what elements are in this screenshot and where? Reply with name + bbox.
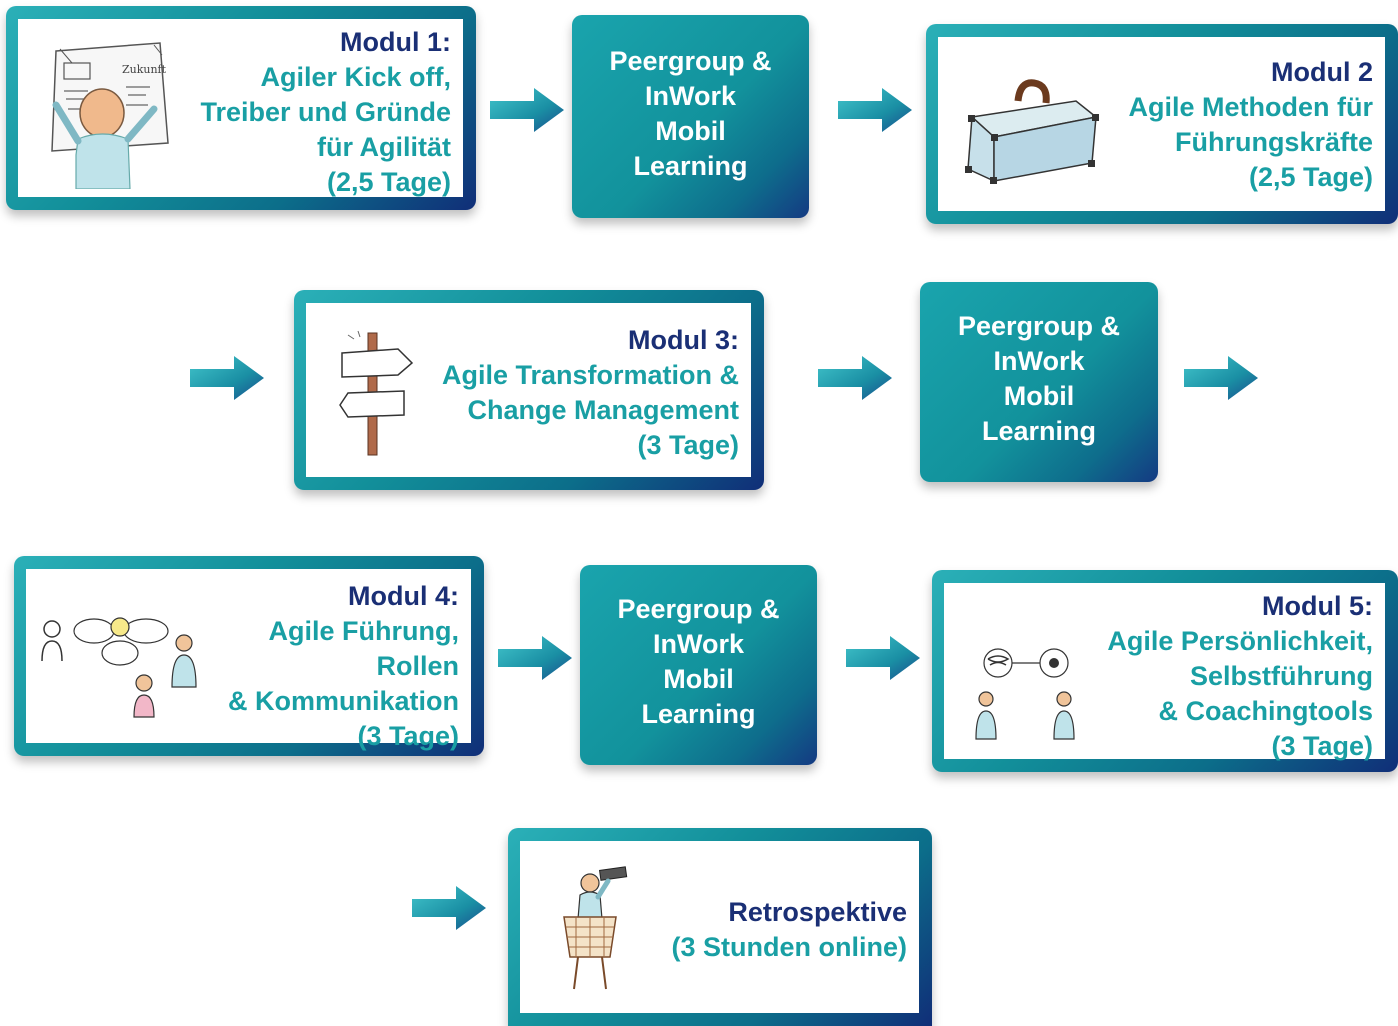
module-4-duration: (3 Tage) [357,721,459,751]
arrow-right-icon [412,886,486,930]
module-2-line: Agile Methoden für [1128,92,1374,122]
module-3-card: Modul 3: Agile Transformation & Change M… [294,290,764,490]
retrospektive-card: Retrospektive (3 Stunden online) [508,828,932,1026]
lookout-telescope-icon [563,866,628,990]
module-5-duration: (3 Tage) [1271,731,1373,761]
peergroup-card-1: Peergroup & InWork Mobil Learning [572,15,809,218]
module-1-content: Zukunft Modul 1: Agiler Kick off, Treibe… [18,19,463,197]
retrospektive-title: Retrospektive [728,897,907,927]
signpost-icon [339,330,414,456]
peergroup-line: Mobil [655,115,726,146]
peergroup-line: Mobil [663,664,734,694]
module-3-duration: (3 Tage) [637,430,739,460]
module-1-card: Zukunft Modul 1: Agiler Kick off, Treibe… [6,6,476,210]
toolbox-icon [965,79,1099,184]
module-1-duration: (2,5 Tage) [326,167,451,197]
module-5-content: Modul 5: Agile Persönlichkeit, Selbstfüh… [944,583,1385,761]
module-1-line: für Agilität [317,132,451,162]
module-1-line: Treiber und Gründe [200,97,451,127]
module-1-title: Modul 1: [340,27,451,57]
module-5-text: Modul 5: Agile Persönlichkeit, Selbstfüh… [1107,589,1373,764]
peergroup-line: InWork [644,80,736,111]
module-5-line: & Coachingtools [1158,696,1374,726]
peergroup-line: Peergroup & [617,594,780,624]
peergroup-line: Learning [641,699,756,729]
module-1-text: Modul 1: Agiler Kick off, Treiber und Gr… [200,25,451,200]
module-3-text: Modul 3: Agile Transformation & Change M… [442,323,739,463]
module-4-content: Modul 4: Agile Führung, Rollen & Kommuni… [26,569,471,751]
module-4-line: Agile Führung, [268,616,459,646]
retrospektive-text: Retrospektive (3 Stunden online) [672,895,908,965]
module-4-text: Modul 4: Agile Führung, Rollen & Kommuni… [228,579,459,754]
module-5-title: Modul 5: [1262,591,1373,621]
peergroup-line: Mobil [1003,381,1075,411]
peergroup-line: Peergroup & [609,45,772,76]
communication-people-icon [41,617,197,718]
peergroup-card-3: Peergroup & InWork Mobil Learning [580,565,817,765]
flipchart-person-icon: Zukunft [51,42,169,189]
module-4-line: & Kommunikation [227,686,459,716]
retrospektive-content: Retrospektive (3 Stunden online) [520,841,919,1013]
module-4-card: Modul 4: Agile Führung, Rollen & Kommuni… [14,556,484,756]
module-5-card: Modul 5: Agile Persönlichkeit, Selbstfüh… [932,570,1398,772]
module-2-title: Modul 2 [1271,57,1373,87]
arrow-right-icon [498,636,572,680]
arrow-right-icon [190,356,264,400]
peergroup-card-2: Peergroup & InWork Mobil Learning [920,282,1158,482]
peergroup-line: Peergroup & [957,311,1121,341]
module-2-card: Modul 2 Agile Methoden für Führungskräft… [926,24,1398,224]
peergroup-line: Learning [633,150,748,181]
peergroup-line: Learning [981,416,1096,446]
arrow-right-icon [1184,356,1258,400]
module-2-line: Führungskräfte [1174,127,1373,157]
module-2-duration: (2,5 Tage) [1248,162,1373,192]
module-4-line: Rollen [376,651,459,681]
module-3-line: Change Management [467,395,739,425]
peergroup-line: InWork [993,346,1085,376]
module-2-content: Modul 2 Agile Methoden für Führungskräft… [938,37,1385,211]
module-3-line: Agile Transformation & [441,360,739,390]
peergroup-line: InWork [652,629,744,659]
arrow-right-icon [838,88,912,132]
module-4-title: Modul 4: [348,581,459,611]
coaching-people-icon [975,648,1075,740]
module-2-text: Modul 2 Agile Methoden für Führungskräft… [1129,55,1374,195]
module-5-line: Selbstführung [1190,661,1373,691]
svg-text:Zukunft: Zukunft [122,63,167,76]
module-1-line: Agiler Kick off, [260,62,451,92]
arrow-right-icon [818,356,892,400]
module-5-line: Agile Persönlichkeit, [1107,626,1373,656]
retrospektive-duration: (3 Stunden online) [671,932,908,962]
module-3-title: Modul 3: [628,325,739,355]
arrow-right-icon [846,636,920,680]
module-3-content: Modul 3: Agile Transformation & Change M… [306,303,751,477]
arrow-right-icon [490,88,564,132]
